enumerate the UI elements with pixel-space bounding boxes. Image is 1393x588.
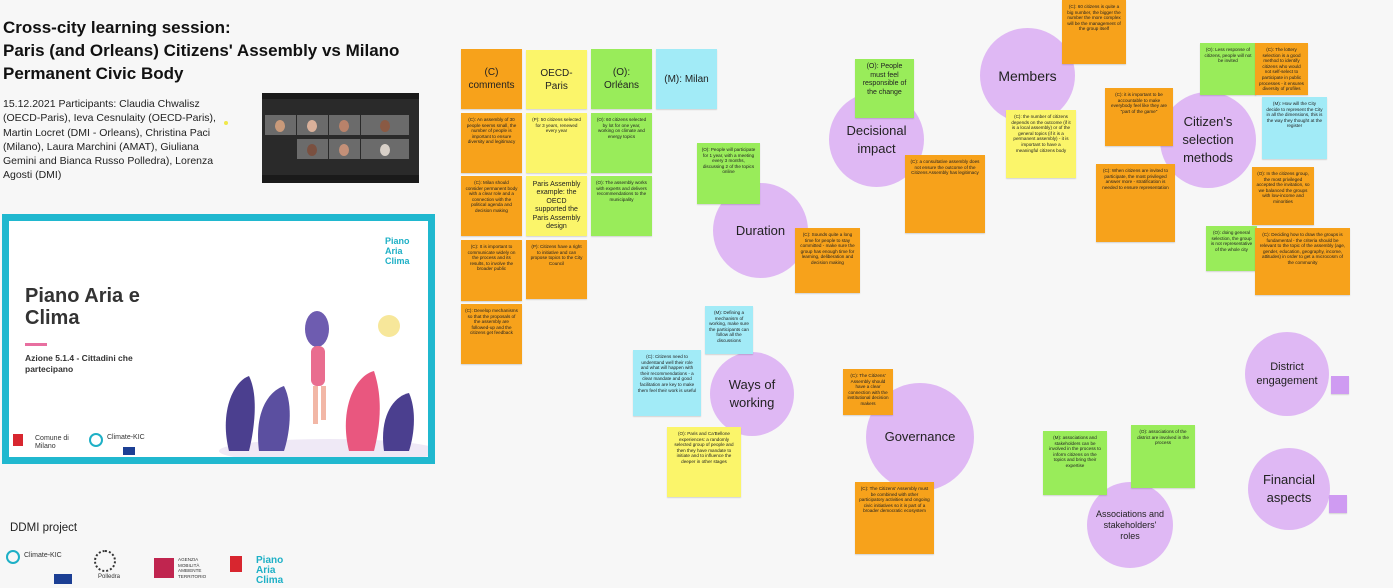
eu-flag-footer-icon bbox=[54, 574, 72, 584]
climate-kic-footer-icon bbox=[6, 550, 20, 564]
session-title-line2: Paris (and Orleans) Citizens' Assembly v… bbox=[3, 41, 400, 60]
sticky-note[interactable]: (C): The Citizens' Assembly should have … bbox=[843, 369, 893, 415]
sticky-note[interactable]: (O): The assembly works with experts and… bbox=[591, 176, 652, 236]
video-call-screenshot bbox=[262, 93, 419, 183]
comune-footer-icon bbox=[230, 556, 242, 572]
column-header-milan[interactable]: (M): Milan bbox=[656, 49, 717, 109]
footer-logo-amat: AGENZIA MOBILITÀ AMBIENTE TERRITORIO bbox=[178, 557, 207, 579]
column-header-comments[interactable]: (C) comments bbox=[461, 49, 522, 109]
dot-marker bbox=[224, 121, 228, 125]
footer-logo-polledra: Polledra bbox=[98, 574, 121, 580]
slide-subtitle: Azione 5.1.4 - Cittadini che partecipano bbox=[25, 353, 133, 374]
slide-logo-climate: Climate-KIC bbox=[107, 434, 145, 441]
sticky-note[interactable]: (C): When citizens are invited to partic… bbox=[1096, 164, 1175, 242]
sticky-note[interactable]: (O): People will participate for 1 year,… bbox=[697, 143, 760, 204]
slide-divider bbox=[25, 343, 47, 346]
sticky-note[interactable]: (P): Citizens have a right to initiative… bbox=[526, 240, 587, 299]
sticky-note[interactable]: (O): associations of the district are in… bbox=[1131, 425, 1195, 488]
slide-logo-comune: Comune di Milano bbox=[35, 435, 69, 450]
slide-brand-small: Piano Aria Clima bbox=[385, 236, 410, 266]
sticky-note[interactable]: (C): 60 citizens is quite a big number, … bbox=[1062, 0, 1126, 64]
sticky-note[interactable]: (O): People must feel responsible of the… bbox=[855, 59, 914, 118]
topic-circle-financial-aspects[interactable]: Financial aspects bbox=[1248, 448, 1330, 530]
sticky-note[interactable]: (M): Defining a mechanism of working, ma… bbox=[705, 306, 753, 354]
column-header-orleans[interactable]: (O): Orléans bbox=[591, 49, 652, 109]
sticky-note[interactable]: (C): Citizens need to understand well th… bbox=[633, 350, 701, 416]
sticky-note[interactable]: (O): Less response of citizens, people w… bbox=[1200, 43, 1256, 95]
sticky-note[interactable]: (O): doing general selection, the group … bbox=[1206, 226, 1257, 271]
participants-text: 15.12.2021 Participants: Claudia Chwalis… bbox=[3, 98, 216, 182]
sticky-note[interactable]: (C): It is important to communicate wide… bbox=[461, 240, 522, 301]
sticky-note[interactable]: (O): Paris and Ca'Bellone experiences: a… bbox=[667, 427, 741, 497]
footer-logo-climate: Climate-KIC bbox=[24, 552, 62, 559]
session-title-line1: Cross-city learning session: bbox=[3, 18, 231, 37]
amat-logo-icon bbox=[154, 558, 174, 578]
footer-logo-piano: Piano Aria Clima bbox=[256, 555, 284, 586]
sticky-note[interactable]: (C): the number of citizens depends on t… bbox=[1006, 110, 1076, 178]
participant-tile bbox=[361, 139, 409, 159]
sticky-note[interactable]: (C): a consultative assembly does not en… bbox=[905, 155, 985, 233]
session-title-line3: Permanent Civic Body bbox=[3, 64, 184, 83]
slide-content: Piano Aria Clima Piano Aria e Clima Azio… bbox=[9, 221, 428, 457]
participant-tile bbox=[329, 139, 360, 159]
polledra-logo-icon bbox=[94, 550, 116, 572]
topic-circle-associations[interactable]: Associations and stakeholders' roles bbox=[1087, 482, 1173, 568]
slide-title: Piano Aria e Clima bbox=[25, 285, 140, 329]
topic-circle-members[interactable]: Members bbox=[980, 28, 1075, 123]
participant-tile bbox=[361, 115, 409, 135]
sticky-note[interactable]: (C): Develop mechanisms so that the prop… bbox=[461, 304, 522, 364]
sticky-note[interactable]: (M): associations and stakeholders can b… bbox=[1043, 431, 1107, 495]
topic-circle-district-engagement[interactable]: District engagement bbox=[1245, 332, 1329, 416]
climate-kic-icon bbox=[89, 433, 103, 447]
video-toolbar bbox=[262, 93, 419, 99]
video-controls bbox=[262, 175, 419, 183]
sticky-note[interactable]: (C): it is important to be accountable t… bbox=[1105, 88, 1173, 146]
topic-circle-ways-of-working[interactable]: Ways of working bbox=[710, 352, 794, 436]
participant-tile bbox=[297, 115, 328, 135]
sticky-note[interactable]: (O): In the citizens group, the most pri… bbox=[1252, 167, 1314, 225]
slide-frame: Piano Aria Clima Piano Aria e Clima Azio… bbox=[2, 214, 435, 464]
slide-illustration bbox=[219, 311, 428, 457]
sticky-note[interactable]: (O): 60 citizens selected by lot for one… bbox=[591, 113, 652, 173]
comune-crest-icon bbox=[13, 434, 23, 446]
sticky-note[interactable]: (C): The lottery selection is a good met… bbox=[1255, 43, 1308, 95]
participant-tile bbox=[265, 115, 296, 135]
participant-tile bbox=[297, 139, 328, 159]
project-label: DDMI project bbox=[10, 522, 78, 534]
sticky-note[interactable]: (C): Sounds quite a long time for people… bbox=[795, 228, 860, 293]
sticky-note[interactable]: (C): An assembly of 30 people seems smal… bbox=[461, 113, 522, 173]
sticky-note[interactable]: (C): Milan should consider permanent bod… bbox=[461, 176, 522, 236]
sticky-note[interactable]: Paris Assembly example: the OECD support… bbox=[526, 176, 587, 236]
purple-badge-district[interactable] bbox=[1331, 376, 1349, 394]
sticky-note[interactable]: (M): How will the City decide to represe… bbox=[1262, 97, 1327, 159]
sticky-note[interactable]: (C): The Citizens' Assembly must be comb… bbox=[855, 482, 934, 554]
column-header-paris[interactable]: OECD- Paris bbox=[526, 50, 587, 109]
sticky-note[interactable]: (C): Deciding how to draw the groups is … bbox=[1255, 228, 1350, 295]
participant-tile bbox=[329, 115, 360, 135]
purple-badge-financial[interactable] bbox=[1329, 495, 1347, 513]
eu-flag-icon bbox=[123, 447, 135, 455]
sticky-note[interactable]: (P): 50 citizens selected for 3 years, r… bbox=[526, 113, 587, 173]
topic-circle-selection-methods[interactable]: Citizen's selection methods bbox=[1160, 92, 1256, 188]
